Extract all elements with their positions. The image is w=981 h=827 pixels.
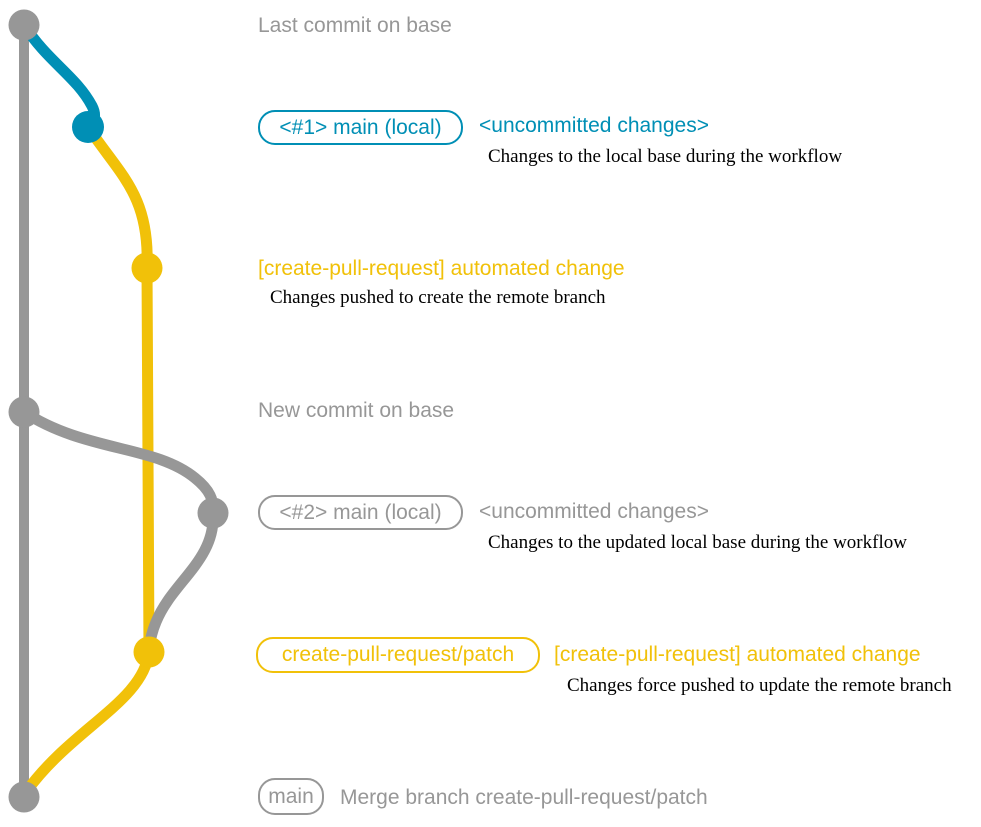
commit-message-merge-branch: Merge branch create-pull-request/patch xyxy=(340,786,708,809)
branch-curve-base-to-local2 xyxy=(18,406,219,519)
branch-badge-main-local-2-label: <#2> main (local) xyxy=(279,500,442,524)
commit-message-automated-change-2: [create-pull-request] automated change xyxy=(554,643,921,666)
commit-message-new-commit-on-base: New commit on base xyxy=(258,399,455,422)
commit-node-last-commit-on-base xyxy=(8,9,40,41)
commit-node-patch-2 xyxy=(133,636,165,668)
commit-message-uncommitted-changes-2: <uncommitted changes> xyxy=(479,500,709,523)
branch-badge-main-local-1: <#1> main (local) xyxy=(258,110,463,145)
caption-changes-force-pushed: Changes force pushed to update the remot… xyxy=(567,675,952,696)
branch-badge-create-pull-request-patch-label: create-pull-request/patch xyxy=(281,643,515,666)
branch-curve-patch2-to-merge xyxy=(20,646,155,798)
commit-node-patch-1 xyxy=(131,252,163,284)
commit-message-uncommitted-changes-1: <uncommitted changes> xyxy=(479,114,709,137)
commit-message-automated-change-1: [create-pull-request] automated change xyxy=(258,257,625,280)
branch-badge-main: main xyxy=(258,778,324,815)
caption-local-base-changes: Changes to the local base during the wor… xyxy=(488,146,843,167)
caption-changes-pushed: Changes pushed to create the remote bran… xyxy=(270,287,606,308)
branch-badge-main-local-2: <#2> main (local) xyxy=(258,495,463,530)
commit-node-new-commit-on-base xyxy=(8,396,40,428)
branch-badge-main-label: main xyxy=(268,784,314,808)
commit-node-merge xyxy=(8,781,40,813)
caption-updated-local-base-changes: Changes to the updated local base during… xyxy=(488,532,907,553)
branch-curve-local2-to-patch2 xyxy=(143,507,219,658)
branch-curve-local1-to-patch1 xyxy=(82,121,153,274)
branch-badge-create-pull-request-patch: create-pull-request/patch xyxy=(256,637,540,673)
commit-node-main-local-2 xyxy=(197,497,229,529)
commit-node-main-local-1 xyxy=(72,111,104,143)
commit-message-last-commit-on-base: Last commit on base xyxy=(258,14,452,37)
branch-badge-main-local-1-label: <#1> main (local) xyxy=(279,115,442,139)
